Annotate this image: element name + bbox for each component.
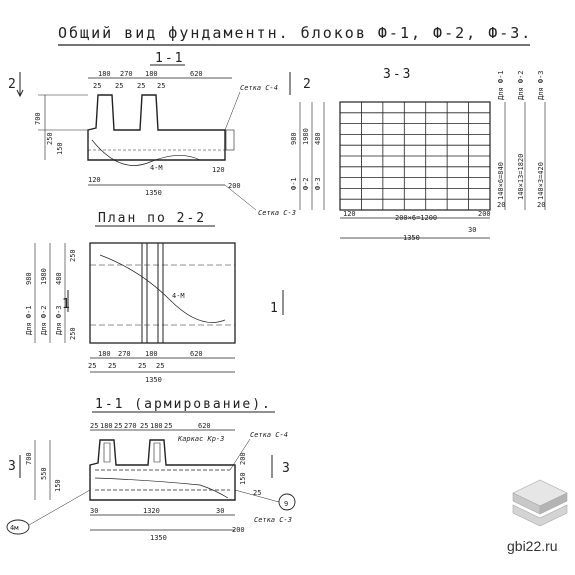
svg-text:250: 250 [46,132,54,145]
svg-text:25: 25 [140,422,148,430]
marker-1-right: 1 [270,301,280,316]
section-1-1-reinforcement: 1-1 (армирование). 25 180 25 270 25 180 … [6,397,296,542]
svg-text:1980: 1980 [302,128,310,145]
svg-text:Ф-1: Ф-1 [290,177,298,190]
watermark-text: gbi22.ru [507,538,558,554]
plan-title: План по 2-2 [98,211,206,226]
reinf-mesh-c4: Сетка С-4 [250,431,288,439]
svg-text:620: 620 [198,422,211,430]
marker-2-right: 2 [303,77,313,92]
svg-text:980: 980 [290,132,298,145]
svg-text:620: 620 [190,350,203,358]
svg-text:25: 25 [108,362,116,370]
svg-text:150: 150 [239,472,247,485]
svg-text:140×13=1820: 140×13=1820 [517,154,525,200]
svg-text:Для Ф-2: Для Ф-2 [517,70,525,100]
logo-icon [512,479,568,527]
svg-text:25: 25 [156,362,164,370]
svg-text:150: 150 [54,479,62,492]
sec33-total: 1350 [403,234,420,242]
svg-text:700: 700 [25,452,33,465]
svg-text:180: 180 [150,422,163,430]
svg-text:25: 25 [253,489,261,497]
svg-text:25: 25 [157,82,165,90]
svg-text:480: 480 [55,272,63,285]
section-3-3-title: 3-3 [383,67,412,82]
svg-text:270: 270 [120,70,133,78]
svg-text:25: 25 [115,82,123,90]
svg-text:140×6=840: 140×6=840 [497,162,505,200]
svg-text:200: 200 [239,452,247,465]
plan-4m-label: 4-М [172,292,185,300]
sec11-mesh-c3: Сетка С-3 [258,209,296,217]
svg-text:120: 120 [212,166,225,174]
plan-total: 1350 [145,376,162,384]
svg-text:200×6=1200: 200×6=1200 [395,214,437,222]
svg-text:180: 180 [145,350,158,358]
svg-text:Для Ф-1: Для Ф-1 [25,305,33,335]
svg-text:25: 25 [93,82,101,90]
svg-text:Для Ф-2: Для Ф-2 [40,305,48,335]
svg-text:Для Ф-3: Для Ф-3 [537,70,545,100]
reinf-frame-kr3: Каркас Кр-3 [177,435,224,443]
drawing-title: Общий вид фундаментн. блоков Ф-1, Ф-2, Ф… [58,24,532,42]
svg-text:700: 700 [34,112,42,125]
svg-text:25: 25 [90,422,98,430]
reinf-title: 1-1 (армирование). [95,397,272,412]
marker-3-right: 3 [282,461,292,476]
svg-text:9: 9 [284,500,288,508]
marker-2-left: 2 [8,77,18,92]
svg-text:200: 200 [478,210,491,218]
svg-text:4м: 4м [10,524,19,532]
section-1-1: 1-1 180 270 180 620 25 25 25 25 4-М 700 … [8,51,313,217]
sec11-total: 1350 [145,189,162,197]
callout-4m [6,519,30,535]
svg-text:30: 30 [90,507,98,515]
section-1-1-title: 1-1 [155,51,184,66]
svg-text:250: 250 [69,249,77,262]
svg-text:Ф-3: Ф-3 [314,177,322,190]
section-3-3: 3-3 980 1980 480 Ф-1 Ф-2 Ф-3 Для Ф-1 Для… [290,67,545,242]
marker-1-left: 1 [62,297,72,312]
svg-text:180: 180 [98,70,111,78]
svg-text:Для Ф-1: Для Ф-1 [497,70,505,100]
svg-text:270: 270 [118,350,131,358]
marker-3-left: 3 [8,459,18,474]
reinf-mesh-c3: Сетка С-3 [254,516,292,524]
svg-text:Для Ф-3: Для Ф-3 [55,305,63,335]
svg-text:120: 120 [343,210,356,218]
svg-text:200: 200 [228,182,241,190]
svg-text:250: 250 [69,327,77,340]
svg-text:30: 30 [216,507,224,515]
svg-text:20: 20 [497,201,505,209]
svg-text:200: 200 [232,526,245,534]
svg-text:480: 480 [314,132,322,145]
svg-text:550: 550 [40,467,48,480]
svg-text:25: 25 [164,422,172,430]
svg-text:25: 25 [88,362,96,370]
svg-text:25: 25 [114,422,122,430]
svg-text:20: 20 [537,201,545,209]
sec11-mesh-c4: Сетка С-4 [240,84,278,92]
svg-text:980: 980 [25,272,33,285]
svg-text:180: 180 [145,70,158,78]
svg-text:620: 620 [190,70,203,78]
sec11-4m-label: 4-М [150,164,163,172]
svg-text:1320: 1320 [143,507,160,515]
svg-text:25: 25 [137,82,145,90]
svg-text:140×3=420: 140×3=420 [537,162,545,200]
plan-2-2: План по 2-2 4-М 980 1980 480 250 250 Для… [25,211,284,384]
svg-text:180: 180 [98,350,111,358]
reinf-total: 1350 [150,534,167,542]
svg-text:270: 270 [124,422,137,430]
svg-text:120: 120 [88,176,101,184]
svg-text:25: 25 [138,362,146,370]
svg-text:Ф-2: Ф-2 [302,177,310,190]
svg-text:150: 150 [56,142,64,155]
svg-text:1980: 1980 [40,268,48,285]
svg-text:30: 30 [468,226,476,234]
svg-text:180: 180 [100,422,113,430]
